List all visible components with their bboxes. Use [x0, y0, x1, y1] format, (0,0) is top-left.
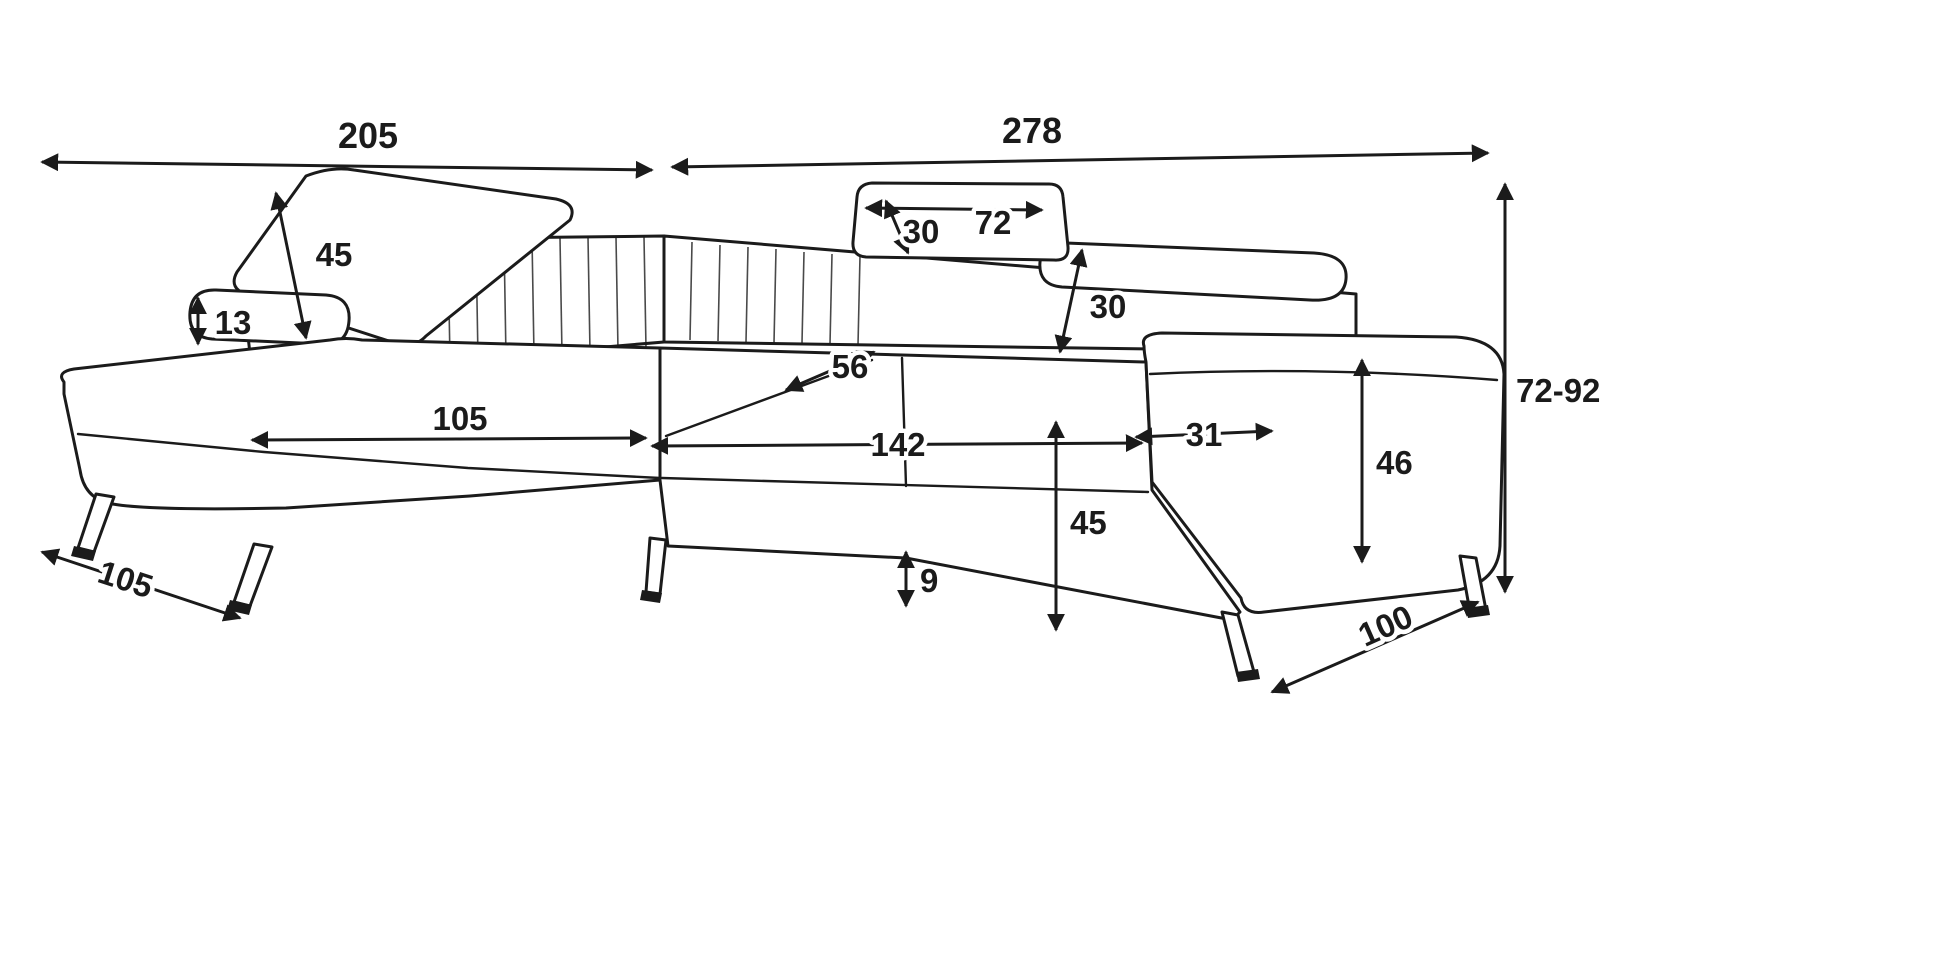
- stitch-line: [857, 255, 861, 346]
- dim-arrow-top-cushion-width: [864, 199, 1044, 219]
- top-back-cushion: [851, 181, 1070, 262]
- dim-arrow-chaise-depth: [40, 548, 242, 622]
- dim-label-corner-seat-width: 56: [832, 348, 869, 385]
- dim-arrow-corner-seat-width: [784, 350, 876, 392]
- dim-arrow-backrest-height: [1054, 248, 1088, 354]
- leg-foot: [640, 590, 662, 603]
- leg: [76, 492, 116, 554]
- stitch-line: [587, 236, 591, 353]
- chaise-seat-front-seam: [76, 432, 662, 480]
- dim-label-back-cushion-height: 45: [316, 236, 353, 273]
- stitch-line: [559, 237, 563, 355]
- leg: [232, 542, 274, 608]
- stitch-line: [615, 236, 619, 351]
- dim-label-floor-clearance: 9: [920, 562, 938, 599]
- dim-label-right-seat-length: 142: [870, 426, 925, 463]
- stitch-line: [829, 253, 833, 345]
- dim-arrow-sofa-depth: [1270, 600, 1480, 694]
- dim-arrow-left-seat-length: [250, 429, 648, 449]
- right-armrest: [1141, 331, 1506, 614]
- stitch-line: [773, 248, 777, 344]
- stitch-line: [801, 251, 805, 344]
- dim-arrow-armrest-width: [1134, 422, 1274, 446]
- dim-arrow-total-width-left: [40, 153, 654, 179]
- dim-label-seat-height: 45: [1070, 504, 1107, 541]
- stitch-line: [531, 237, 535, 356]
- sofa-drawing: [60, 167, 1506, 682]
- dimension-arrows: [40, 144, 1514, 694]
- dim-label-top-cushion-width: 72: [975, 204, 1012, 241]
- stitch-line: [745, 246, 749, 343]
- stitch-line: [643, 236, 647, 349]
- dimension-labels: 205 278 72-92 45 13 30 72 30 56 105 142 …: [89, 106, 1605, 659]
- dim-label-total-width-left: 205: [338, 115, 398, 156]
- dim-arrow-back-cushion-height: [270, 191, 312, 340]
- stitch-line: [717, 244, 721, 342]
- leg: [644, 536, 668, 596]
- dim-label-left-seat-length: 105: [432, 400, 487, 437]
- dim-label-armrest-height: 46: [1376, 444, 1413, 481]
- chaise-body: [60, 337, 662, 511]
- dim-label-sofa-depth: 100: [1353, 597, 1418, 653]
- leg: [1220, 610, 1256, 678]
- seat-middle-seam: [900, 356, 908, 488]
- dim-label-total-height: 72-92: [1516, 372, 1600, 409]
- dim-label-chaise-depth: 105: [94, 553, 158, 605]
- dim-label-total-width-right: 278: [1002, 110, 1062, 151]
- dim-label-armrest-width: 31: [1186, 416, 1223, 453]
- dim-label-backrest-height: 30: [1090, 288, 1127, 325]
- armrest-top-seam: [1148, 369, 1499, 382]
- leg-foot: [1236, 669, 1260, 682]
- backrest-stitching-right: [689, 241, 861, 346]
- dim-label-headrest-roll-height: 13: [215, 304, 252, 341]
- dim-arrow-total-width-right: [670, 144, 1490, 176]
- stitch-line: [689, 241, 693, 341]
- dim-label-top-cushion-depth: 30: [903, 213, 940, 250]
